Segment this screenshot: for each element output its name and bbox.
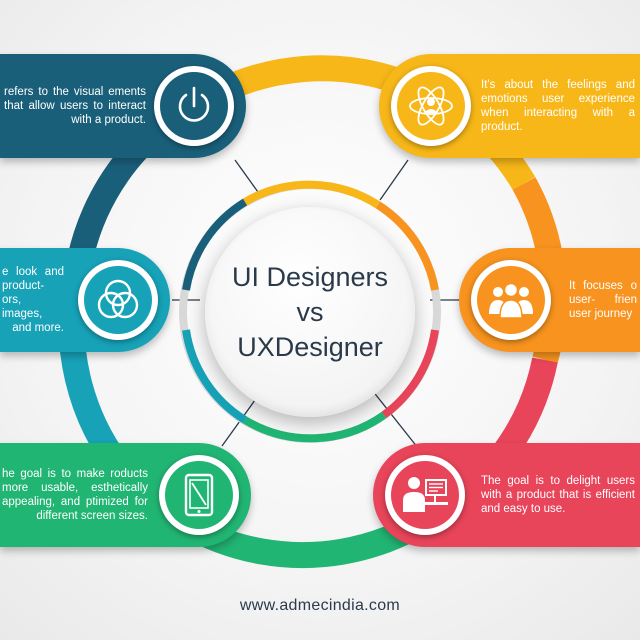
center-title-line-2: vs [296,296,324,327]
color-circles-icon [97,279,139,319]
center-title-line-3: UXDesigner [237,331,383,362]
inner-arc-navy [182,198,248,291]
power-icon [178,86,210,122]
center-title-line-1: UI Designers [231,261,389,292]
card-bottom-left-text: he goal is to make roducts more usable, … [2,468,148,522]
card-top-left-text: refers to the visual ements that allow u… [4,86,146,126]
inner-arc-orange [375,201,439,291]
center-title-circle: UI Designers vs UXDesigner [205,207,415,417]
tablet-icon [184,473,214,517]
card-top-right: It's about the feelings and emotions use… [379,54,640,158]
inner-arc-red [381,329,439,419]
card-middle-left-text: e look and product- ors, images, and mor… [2,266,64,334]
atom-user-icon [409,86,453,126]
card-middle-left: e look and product- ors, images, and mor… [0,248,170,352]
card-bottom-right-text: The goal is to delight users with a prod… [481,475,635,515]
inner-arc-yellow [242,180,381,209]
inner-arc-teal [182,329,248,424]
footer-website[interactable]: www.admecindia.com [239,597,401,614]
user-computer-icon [403,477,448,512]
card-top-right-text: It's about the feelings and emotions use… [481,79,635,133]
card-top-left: refers to the visual ements that allow u… [0,54,246,158]
inner-arc-green [242,411,387,443]
card-bottom-left: he goal is to make roducts more usable, … [0,443,251,547]
card-middle-right: It focuses o user- frien user journey [459,248,640,352]
user-group-icon [489,282,533,319]
card-middle-right-text: It focuses o user- frien user journey [569,280,637,320]
card-bottom-right: The goal is to delight users with a prod… [373,443,640,547]
